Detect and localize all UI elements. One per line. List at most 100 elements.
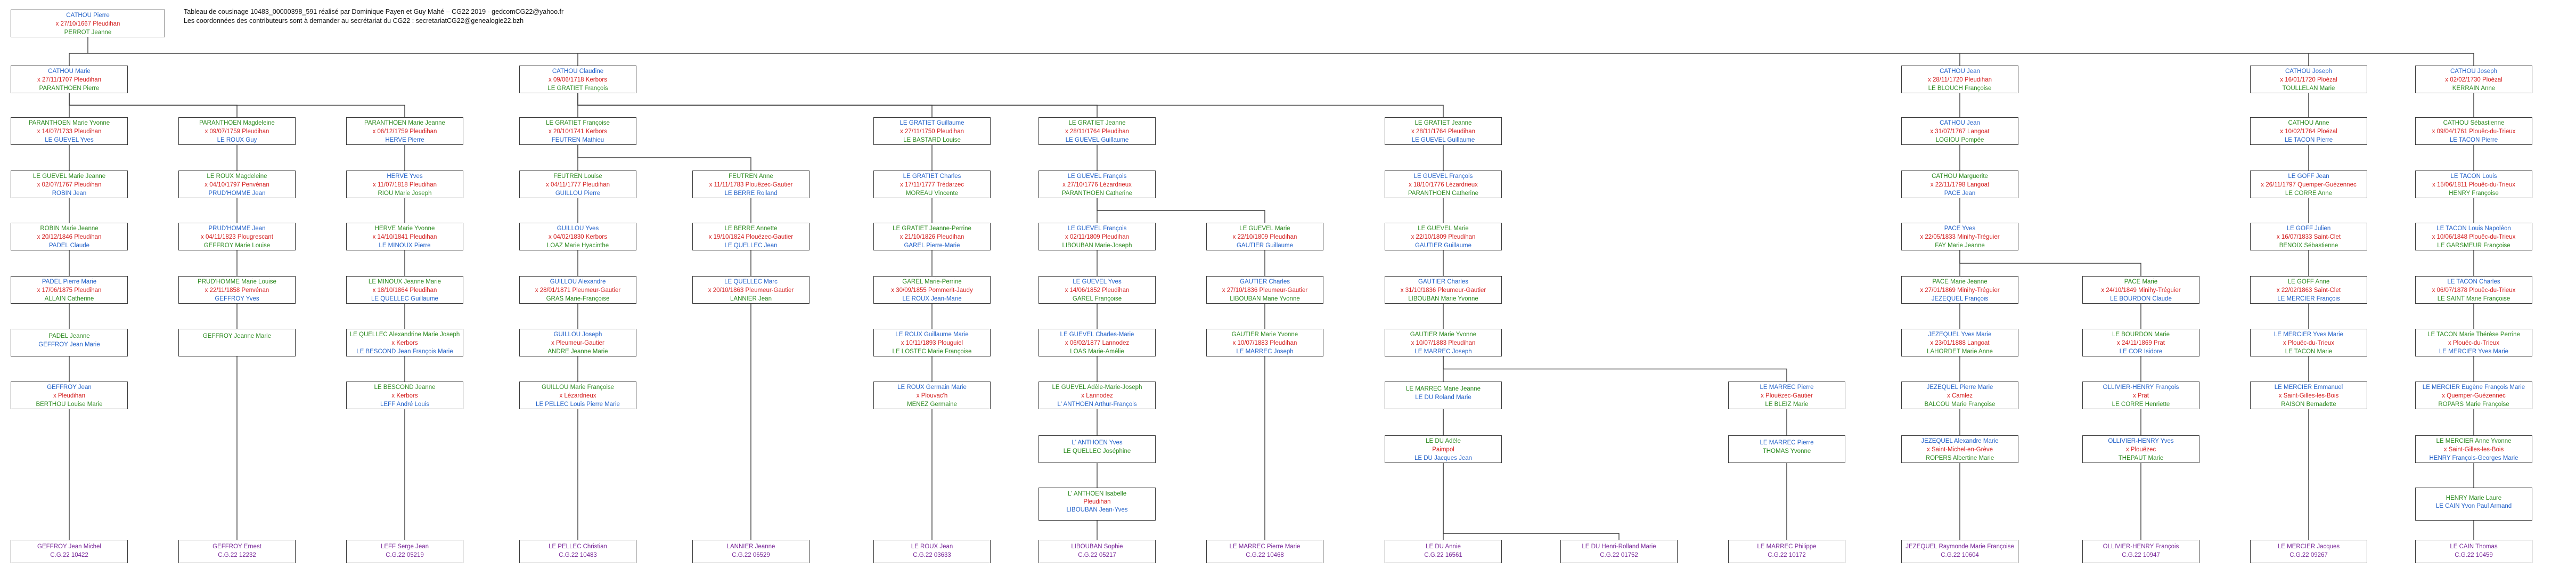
marriage-date: x 09/06/1718 Kerbors <box>549 77 607 83</box>
person-name: CATHOU Claudine <box>552 68 604 75</box>
spouse-name: GAUTIER Guillaume <box>1414 242 1472 249</box>
person-name: LE GRATIET Jeanne <box>1068 120 1126 126</box>
parent-child-link <box>1443 356 1787 382</box>
spouse-name: GAREL Pierre-Marie <box>904 242 960 249</box>
marriage-date: x 28/11/1764 Pleudihan <box>1065 128 1129 135</box>
person-name: LE GOFF Anne <box>2287 279 2330 285</box>
marriage-date: x 04/11/1777 Pleudihan <box>546 182 610 188</box>
spouse-name: LE GARSMEUR Françoise <box>2437 242 2510 249</box>
member-code: C.G.22 01752 <box>1600 552 1638 558</box>
spouse-name: LOAS Marie-Amélie <box>1070 348 1124 355</box>
person-name: GUILLOU Yves <box>557 225 599 232</box>
header-title: Tableau de cousinage 10483_00000398_591 … <box>184 8 564 15</box>
descendant-name: LE MARREC Philippe <box>1757 543 1817 550</box>
descendant-name: LE DU Henri-Rolland Marie <box>1582 543 1656 550</box>
member-code: C.G.22 05219 <box>386 552 424 558</box>
person-name: L' ANTHOEN Isabelle <box>1067 491 1127 497</box>
marriage-date: x 10/06/1848 Plouëc-du-Trieux <box>2432 234 2516 240</box>
marriage-date: x 14/07/1733 Pleudihan <box>37 128 102 135</box>
person-name: LE GUEVEL François <box>1067 173 1127 180</box>
person-name: JEZEQUEL Alexandre Marie <box>1921 438 1999 444</box>
spouse-name: ROBIN Jean <box>52 190 87 197</box>
person-name: LE DU Adèle <box>1426 438 1461 444</box>
marriage-date: x 14/10/1841 Pleudihan <box>372 234 437 240</box>
parent-child-link <box>577 145 751 171</box>
person-name: CATHOU Anne <box>2288 120 2329 126</box>
marriage-date: x 04/11/1823 Plougrescant <box>201 234 273 240</box>
marriage-date: x 23/01/1888 Langoat <box>1930 340 1990 346</box>
spouse-name: LIBOUBAN Jean-Yves <box>1066 507 1128 513</box>
spouse-name: BALCOU Marie Françoise <box>1924 401 1996 408</box>
member-code: C.G.22 10422 <box>50 552 88 558</box>
person-name: LE MERCIER Anne Yvonne <box>2436 438 2512 444</box>
spouse-name: LE GRATIET François <box>547 85 608 92</box>
person-name: PARANTHOEN Magdeleine <box>199 120 275 126</box>
person-name: LE GUEVEL Yves <box>1073 279 1122 285</box>
marriage-date: x 10/07/1883 Pleudihan <box>1411 340 1476 346</box>
spouse-name: LE CORRE Henriette <box>2112 401 2170 408</box>
member-code: C.G.22 10604 <box>1941 552 1979 558</box>
spouse-name: RIOU Marie Joseph <box>378 190 432 197</box>
marriage-date: x 20/10/1863 Pleumeur-Gautier <box>708 287 794 294</box>
member-code: C.G.22 10172 <box>1768 552 1806 558</box>
spouse-name: LOAZ Marie Hyacinthe <box>546 242 609 249</box>
spouse-name: LE COR Isidore <box>2119 348 2163 355</box>
spouse-name: LE TACON Marie <box>2285 348 2333 355</box>
person-name: LE GRATIET Jeanne <box>1414 120 1472 126</box>
spouse-name: LE MERCIER Yves Marie <box>2439 348 2509 355</box>
person-name: LE MERCIER Emmanuel <box>2274 384 2343 391</box>
person-name: JEZEQUEL Yves Marie <box>1928 331 1992 338</box>
spouse-name: THEPAUT Marie <box>2118 455 2164 461</box>
person-box: LE QUELLEC Marc x 20/10/1863 Pleumeur-Gau… <box>692 276 809 304</box>
spouse-name: PADEL Claude <box>48 242 90 249</box>
member-code: C.G.22 12232 <box>218 552 256 558</box>
marriage-date: x 27/10/1667 Pleudihan <box>55 21 120 27</box>
spouse-name: LE DU Roland Marie <box>1415 394 1471 401</box>
member-code: C.G.22 10483 <box>559 552 597 558</box>
person-name: GEFFROY Jean <box>47 384 92 391</box>
descendant-name: GEFFROY Jean Michel <box>37 543 101 550</box>
person-name: LE GUEVEL François <box>1413 173 1473 180</box>
person-name: PRUD'HOMME Jean <box>208 225 266 232</box>
descendant-name: LIBOUBAN Sophie <box>1071 543 1123 550</box>
marriage-date: Pleudihan <box>1083 499 1111 505</box>
person-name: PACE Marie Jeanne <box>1932 279 1988 285</box>
person-name: LE ROUX Guillaume Marie <box>895 331 969 338</box>
person-name: PACE Yves <box>1944 225 1976 232</box>
person-name: GEFFROY Jeanne Marie <box>202 333 272 339</box>
person-name: CATHOU Pierre <box>66 12 110 19</box>
marriage-date: x 14/06/1852 Pleudihan <box>1065 287 1130 294</box>
descendant-name: LE MARREC Pierre Marie <box>1229 543 1301 550</box>
person-name: LE QUELLEC Marc <box>724 279 778 285</box>
marriage-date: x 10/07/1883 Pleudihan <box>1232 340 1297 346</box>
marriage-date: x 10/02/1764 Ploézal <box>2280 128 2337 135</box>
spouse-name: LE GUEVEL Guillaume <box>1065 137 1129 143</box>
marriage-date: x 06/07/1878 Plouëc-du-Trieux <box>2432 287 2516 294</box>
